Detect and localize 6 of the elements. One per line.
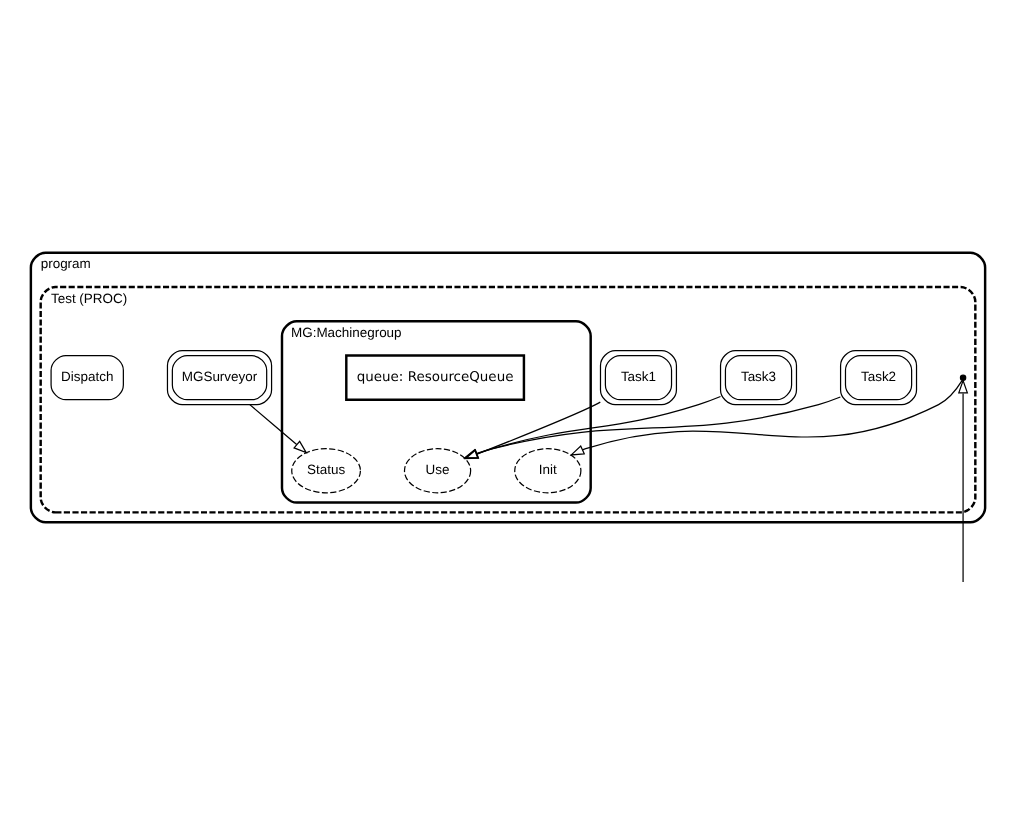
arrow xyxy=(462,395,841,458)
arrow xyxy=(249,403,308,453)
arrow xyxy=(957,377,969,582)
arrow xyxy=(569,377,969,455)
arrow xyxy=(463,400,601,459)
arrow xyxy=(463,394,722,458)
